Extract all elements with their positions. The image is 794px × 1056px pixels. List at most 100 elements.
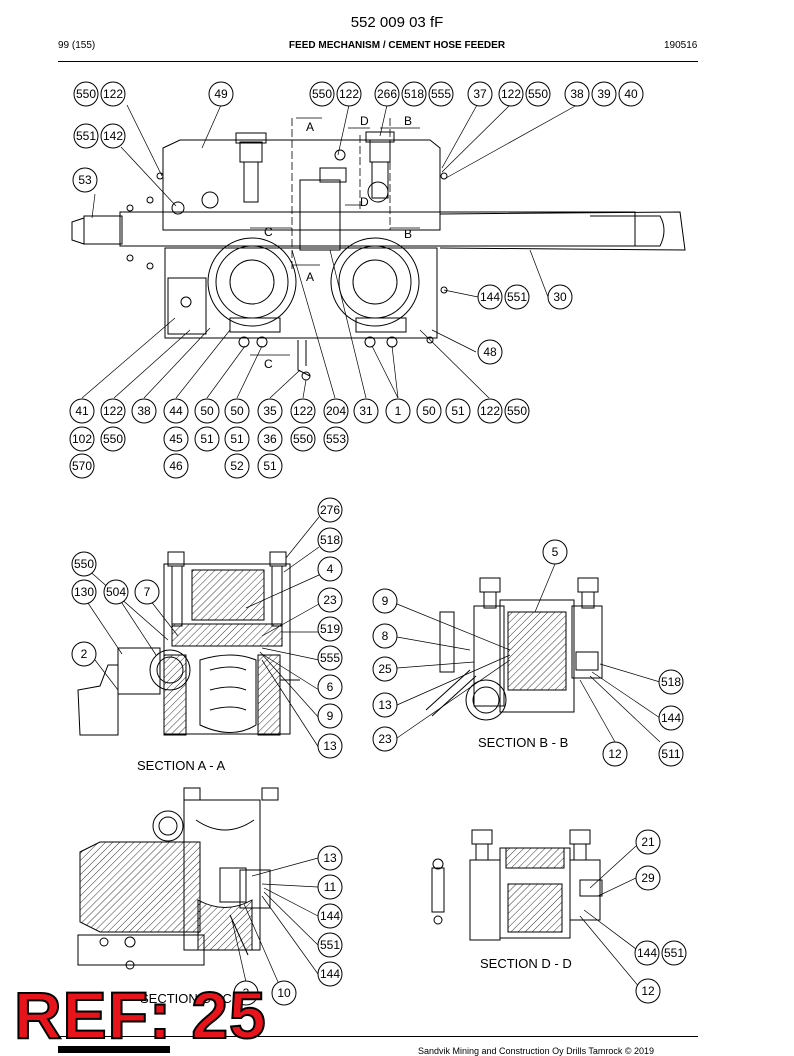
balloon-38: 38 <box>570 87 584 101</box>
balloon-50: 50 <box>422 404 436 418</box>
sandvik-logo <box>58 1046 170 1053</box>
balloon-40: 40 <box>624 87 638 101</box>
balloon-51: 51 <box>263 459 277 473</box>
balloon-122: 122 <box>103 404 123 418</box>
balloon-1: 1 <box>395 404 402 418</box>
balloon-142: 142 <box>103 129 123 143</box>
balloon-48: 48 <box>483 345 497 359</box>
balloon-555: 555 <box>431 87 451 101</box>
revision-code: 190516 <box>664 40 698 51</box>
balloon-50: 50 <box>200 404 214 418</box>
balloon-130: 130 <box>74 585 94 599</box>
caption-section-b-b: SECTION B - B <box>478 735 568 750</box>
balloon-29: 29 <box>641 871 655 885</box>
balloon-13: 13 <box>323 851 337 865</box>
balloon-50: 50 <box>230 404 244 418</box>
balloon-12: 12 <box>641 984 655 998</box>
leader-lines <box>81 104 578 399</box>
header-rule <box>58 61 698 62</box>
balloon-9: 9 <box>327 709 334 723</box>
balloon-551: 551 <box>320 938 340 952</box>
marker-a-top: A <box>306 120 314 134</box>
caption-section-c-c: SECTION C - C <box>140 991 232 1006</box>
section-b-b-drawing <box>425 577 603 721</box>
section-d-d-drawing <box>431 829 603 941</box>
balloon-37: 37 <box>473 87 487 101</box>
balloon-553: 553 <box>326 432 346 446</box>
caption-section-d-d: SECTION D - D <box>480 956 572 971</box>
balloon-551: 551 <box>507 290 527 304</box>
balloon-518: 518 <box>404 87 424 101</box>
marker-c-bottom: C <box>264 357 273 371</box>
balloon-518: 518 <box>661 675 681 689</box>
balloon-518: 518 <box>320 533 340 547</box>
balloon-21: 21 <box>641 835 655 849</box>
balloon-519: 519 <box>320 622 340 636</box>
balloon-25: 25 <box>378 662 392 676</box>
balloon-511: 511 <box>661 747 680 761</box>
balloon-13: 13 <box>378 698 392 712</box>
section-cut-lines <box>250 117 420 356</box>
balloon-23: 23 <box>378 732 392 746</box>
balloon-11: 11 <box>324 880 337 894</box>
marker-d-mid: D <box>360 195 369 209</box>
balloon-2: 2 <box>81 647 88 661</box>
balloon-550: 550 <box>76 87 96 101</box>
balloon-122: 122 <box>339 87 359 101</box>
balloon-53: 53 <box>78 173 92 187</box>
balloon-276: 276 <box>320 503 340 517</box>
balloon-550: 550 <box>528 87 548 101</box>
balloon-122: 122 <box>480 404 500 418</box>
balloon-51: 51 <box>230 432 244 446</box>
balloon-3: 3 <box>243 986 250 1000</box>
balloon-6: 6 <box>327 680 334 694</box>
page-title: FEED MECHANISM / CEMENT HOSE FEEDER <box>288 40 506 51</box>
balloon-36: 36 <box>263 432 277 446</box>
balloon-550: 550 <box>507 404 527 418</box>
balloon-circles <box>69 81 687 1006</box>
marker-c-mid: C <box>264 225 273 239</box>
balloon-39: 39 <box>597 87 611 101</box>
balloon-7: 7 <box>144 585 151 599</box>
section-a-a-drawing <box>77 551 300 736</box>
balloon-46: 46 <box>169 459 183 473</box>
balloon-49: 49 <box>214 87 228 101</box>
balloon-550: 550 <box>103 432 123 446</box>
balloon-122: 122 <box>293 404 313 418</box>
balloon-31: 31 <box>359 404 373 418</box>
balloon-102: 102 <box>72 432 92 446</box>
section-b-b-leaders <box>396 563 661 743</box>
balloon-12: 12 <box>608 747 622 761</box>
balloon-144: 144 <box>320 967 340 981</box>
balloon-144: 144 <box>637 946 657 960</box>
section-d-d-leaders <box>579 845 641 989</box>
section-a-a-leaders <box>85 516 320 749</box>
balloon-144: 144 <box>480 290 500 304</box>
balloon-38: 38 <box>137 404 151 418</box>
balloon-10: 10 <box>277 986 291 1000</box>
balloon-550: 550 <box>312 87 332 101</box>
balloon-550: 550 <box>293 432 313 446</box>
balloon-4: 4 <box>327 562 334 576</box>
balloon-44: 44 <box>169 404 183 418</box>
main-assembly-view <box>71 131 686 381</box>
page-number: 99 (155) <box>58 40 96 51</box>
balloon-41: 41 <box>75 404 89 418</box>
balloon-551: 551 <box>76 129 96 143</box>
balloon-122: 122 <box>501 87 521 101</box>
balloon-555: 555 <box>320 651 340 665</box>
balloon-52: 52 <box>230 459 244 473</box>
section-c-c-leaders <box>231 857 319 983</box>
marker-a-bottom: A <box>306 270 314 284</box>
balloon-51: 51 <box>451 404 465 418</box>
copyright-text: Sandvik Mining and Construction Oy Drill… <box>418 1046 655 1056</box>
balloon-122: 122 <box>103 87 123 101</box>
balloon-5: 5 <box>552 545 559 559</box>
marker-b-mid: B <box>404 227 412 241</box>
caption-section-a-a: SECTION A - A <box>137 758 225 773</box>
balloon-504: 504 <box>106 585 126 599</box>
balloon-570: 570 <box>72 459 92 473</box>
footer-rule <box>58 1036 698 1037</box>
marker-b-top: B <box>404 114 412 128</box>
balloon-8: 8 <box>382 629 389 643</box>
